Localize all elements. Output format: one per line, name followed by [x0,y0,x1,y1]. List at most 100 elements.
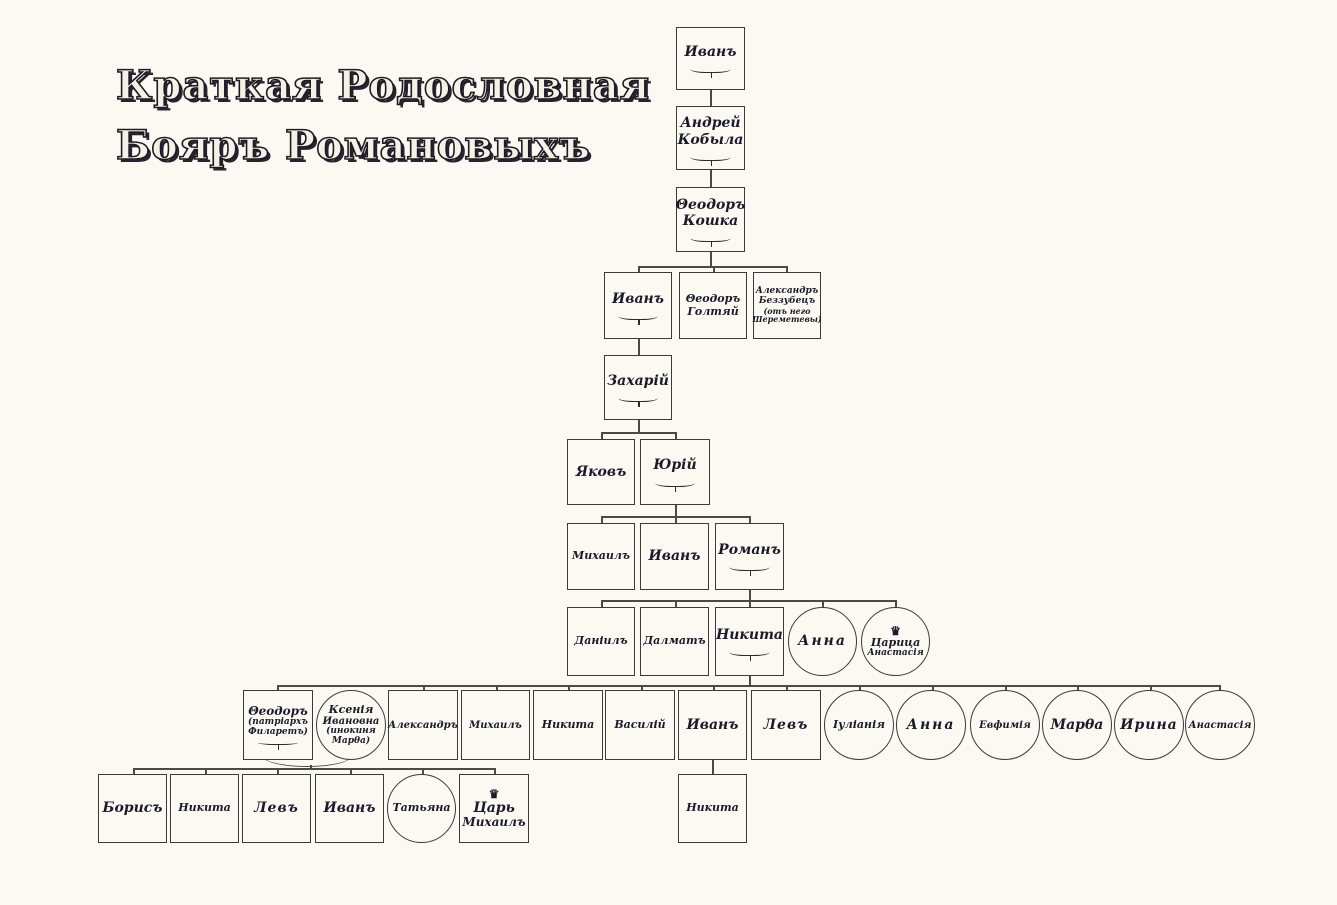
node-label: Юрій [653,457,697,474]
node-label: Левъ [254,800,299,817]
node-ivan-gen6: Иванъ [640,523,709,590]
node-label: Ивановна [322,715,380,727]
node-label: Марθа [1050,716,1104,733]
node-label: Кобыла [677,131,744,148]
node-label: Никита [686,801,739,815]
node-label: Анастасія [867,647,924,658]
node-anastasia-gen8: Анастасія [1185,690,1255,760]
node-label: Кошка [682,213,739,229]
diagram-title-line2: Бояръ Романовыхъ [115,122,591,169]
node-label: Иванъ [323,800,376,817]
node-label: Ирина [1120,716,1178,733]
node-label: Θеодоръ [685,292,741,306]
node-roman: Романъ [715,523,784,590]
node-label: Никита [716,626,783,643]
node-label: Михаилъ [469,719,522,731]
node-irina: Ирина [1114,690,1184,760]
node-nikita-ivan-son: Никита [678,774,747,843]
node-ivan-gen0: Иванъ [676,27,745,90]
node-label: Евфимія [979,719,1031,731]
node-marfa: Марθа [1042,690,1112,760]
crown-icon: ♛ [488,786,500,801]
node-label: Царь [473,799,515,816]
node-label: Анастасія [1188,719,1252,731]
node-note: (патріархъ [248,717,308,728]
node-label: Далматъ [643,634,706,648]
node-label: Борисъ [102,800,163,817]
brace-icon [690,151,731,166]
brace-icon [618,392,658,408]
node-label: Иванъ [686,716,739,733]
node-yakov: Яковъ [567,439,635,505]
node-label: Царица [870,635,921,649]
node-alexander-bezzubets: Александръ Беззубецъ (отъ него Шереметев… [752,272,822,339]
node-label: Александръ [388,719,458,731]
node-note: Марθа) [331,735,371,746]
brace-icon [729,646,770,662]
node-lev-gen9: Левъ [242,774,311,843]
node-label: Анна [906,716,956,733]
node-anna-gen8: Анна [896,690,966,760]
node-label: Романъ [718,541,781,558]
node-label: Татьяна [392,801,451,815]
node-label: Андрей [680,115,741,132]
node-label: Голтяй [687,304,739,318]
node-ivan-gen3: Иванъ [604,272,672,339]
node-label: Василій [614,717,666,731]
node-label: Иванъ [648,548,701,565]
node-zahary: Захарій [604,355,672,420]
node-alexander-gen8: Александръ [388,690,458,760]
node-label: Θеодоръ [248,704,308,719]
node-label: Θеодоръ [675,196,746,213]
node-note: Филаретъ) [248,727,308,738]
node-note: Шереметевы) [752,314,822,325]
node-label: Михаилъ [462,814,526,829]
diagram-title-line1: Краткая Родословная [115,62,651,109]
node-label: Анна [798,633,847,650]
node-nikita-gen8: Никита [533,690,603,760]
node-yury: Юрій [640,439,710,505]
node-mikhail-gen8: Михаилъ [461,690,530,760]
node-feodor-koshka: Θеодоръ Кошка [676,187,745,252]
node-iuliania: Іуліанія [824,690,894,760]
node-label: Левъ [763,716,809,733]
node-boris: Борисъ [98,774,167,843]
node-label: Иванъ [612,290,664,307]
node-label: Никита [178,801,231,815]
brace-icon [618,310,658,326]
node-label: Ксенія [328,702,374,716]
node-label: Михаилъ [572,549,630,563]
brace-icon [257,739,299,750]
node-label: Даніилъ [574,634,628,648]
node-feodor-goltyay: Θеодоръ Голтяй [679,272,747,339]
brace-icon [690,232,731,248]
node-ksenia-ivanovna: Ксенія Ивановна (инокиня Марθа) [316,690,386,760]
brace-icon [654,477,696,492]
node-mikhail-gen6: Михаилъ [567,523,635,590]
node-label: Никита [541,717,595,731]
node-nikita-gen7: Никита [715,607,784,676]
node-label: Іуліанія [832,717,886,731]
node-andrey-kobyla: Андрей Кобыла [676,106,745,170]
node-tsaritsa-anastasia: ♛ Царица Анастасія [861,607,930,676]
node-dalmat: Далматъ [640,607,709,676]
crown-icon: ♛ [890,623,901,638]
node-ivan-gen9: Иванъ [315,774,384,843]
node-lev-gen8: Левъ [751,690,821,760]
node-feodor-filaret: Θеодоръ (патріархъ Филаретъ) [243,690,313,760]
node-note: (отъ него [763,305,811,316]
node-nikita-gen9: Никита [170,774,239,843]
brace-icon [729,561,770,577]
node-label: Захарій [607,372,669,389]
node-label: Беззубецъ [758,295,816,306]
node-note: (инокиня [326,725,376,736]
node-label: Иванъ [684,43,737,60]
node-label: Яковъ [575,463,627,480]
node-vasily: Василій [605,690,675,760]
node-tatiana: Татьяна [387,774,456,843]
node-label: Александръ [755,285,819,296]
node-tsar-mikhail: ♛ Царь Михаилъ [459,774,529,843]
node-anna-gen7: Анна [788,607,857,676]
node-evfimia: Евфимія [970,690,1040,760]
node-daniil: Даніилъ [567,607,635,676]
